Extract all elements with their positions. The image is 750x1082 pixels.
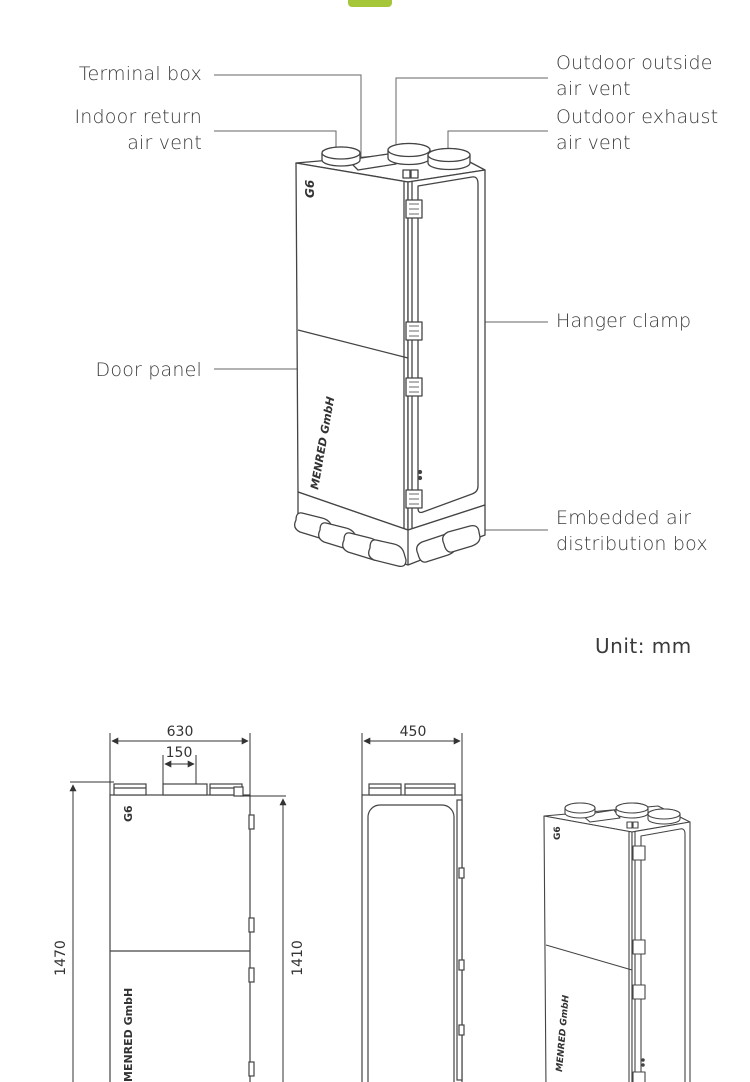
label-embedded-air-distribution-box: Embedded air distribution box — [556, 507, 708, 555]
unit-note: Unit: mm — [595, 634, 692, 658]
accent-bar — [348, 0, 392, 7]
label-hanger-clamp: Hanger clamp — [556, 310, 692, 332]
side-view-drawing — [361, 783, 465, 1082]
dim-total-height: 1470 — [53, 940, 69, 976]
label-terminal-box: Terminal box — [78, 63, 202, 85]
brand-text-front: MENRED GmbH — [122, 988, 135, 1082]
label-outdoor-outside-air-vent: Outdoor outside air vent — [556, 52, 713, 100]
dim-body-height: 1410 — [290, 940, 306, 976]
model-badge-front: G6 — [122, 805, 135, 822]
dim-spigot-spacing: 150 — [166, 745, 193, 761]
front-dimension-lines — [69, 733, 287, 1082]
front-view-drawing — [109, 783, 255, 1082]
model-badge-main: G6 — [303, 180, 317, 198]
label-outdoor-exhaust-air-vent: Outdoor exhaust air vent — [556, 106, 719, 154]
label-indoor-return-air-vent: Indoor return air vent — [74, 106, 202, 154]
main-unit-illustration — [294, 142, 486, 568]
dim-side-depth: 450 — [400, 724, 427, 740]
small-isometric-drawing — [543, 802, 691, 1082]
dim-front-width: 630 — [167, 724, 194, 740]
model-badge-small: G6 — [553, 826, 563, 840]
label-door-panel: Door panel — [95, 359, 202, 381]
side-dimension-lines — [361, 733, 463, 795]
